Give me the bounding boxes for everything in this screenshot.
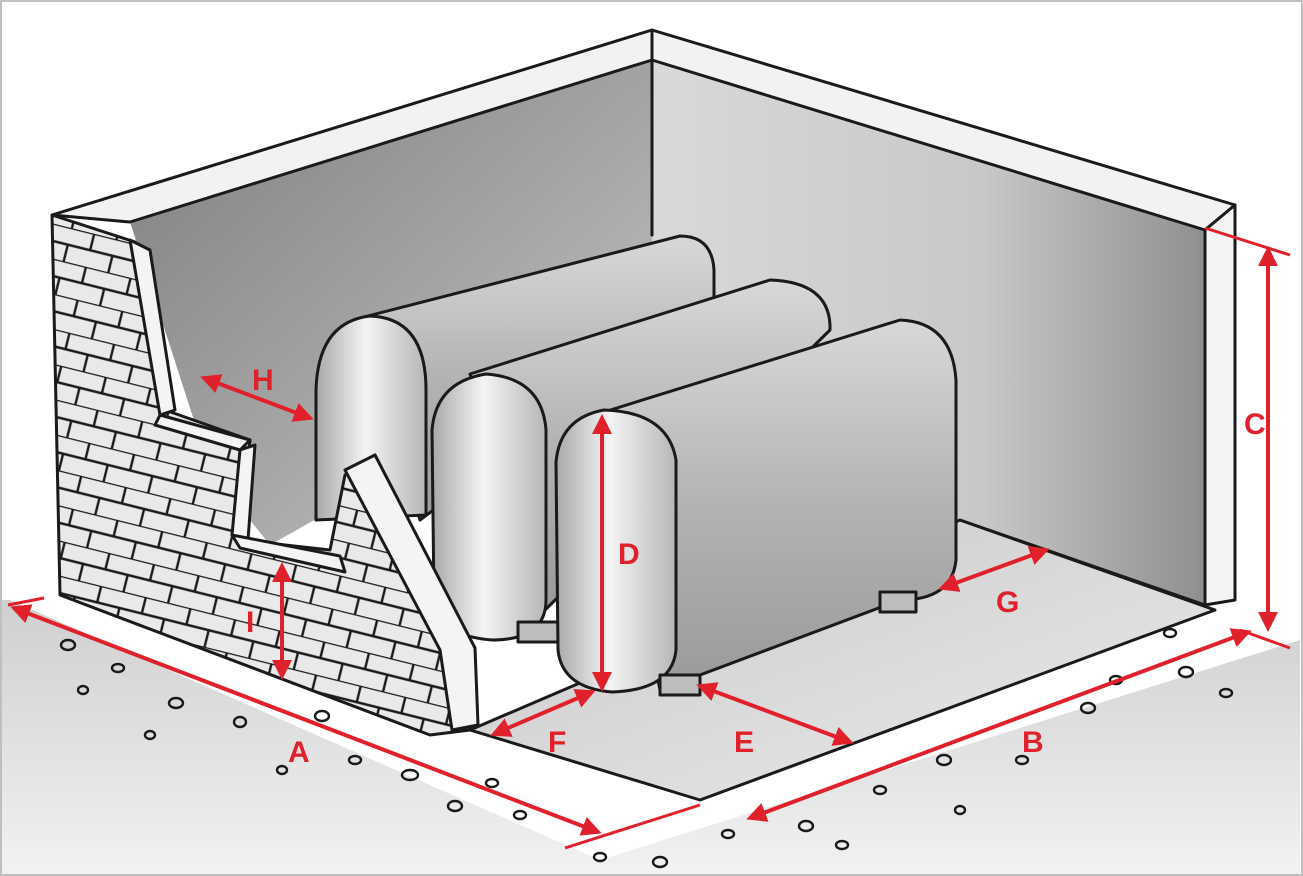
- label-F: F: [548, 726, 566, 759]
- dim-line-A: [10, 604, 602, 836]
- dim-line-E: [696, 682, 854, 746]
- right-wall-end-face: [1203, 203, 1237, 607]
- tank-front-foot: [658, 673, 702, 697]
- label-B: B: [1022, 726, 1044, 759]
- label-H: H: [252, 364, 274, 397]
- label-C: C: [1244, 408, 1266, 441]
- back-wall: [130, 60, 652, 545]
- label-D: D: [618, 538, 640, 571]
- dim-line-G: [938, 546, 1050, 592]
- floor-wall-seam: [958, 518, 1207, 607]
- label-G: G: [996, 586, 1019, 619]
- label-A: A: [288, 736, 310, 769]
- label-I: I: [246, 606, 254, 639]
- dimension-labels: A B C D E F G H I: [246, 364, 1266, 769]
- dim-line-F: [490, 689, 596, 737]
- dimension-lines: [7, 226, 1291, 850]
- tank-middle-foot: [516, 620, 560, 644]
- dim-line-H: [200, 374, 314, 422]
- label-E: E: [734, 726, 754, 759]
- dim-line-B: [746, 628, 1252, 822]
- tank-front-rear-foot: [878, 590, 918, 614]
